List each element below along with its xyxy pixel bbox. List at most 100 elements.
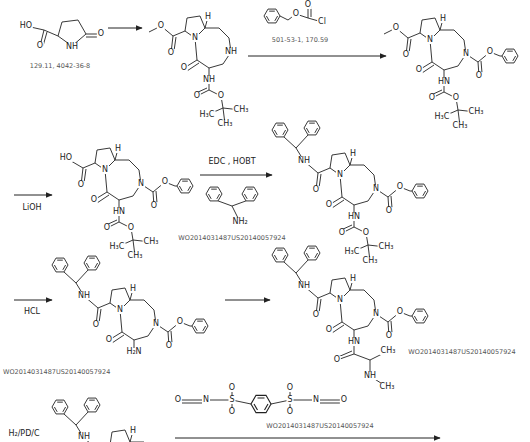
atom-label: NH₂ [231, 218, 248, 226]
atom-label: H [129, 427, 137, 435]
isocyanate-bonds [178, 388, 344, 412]
boc-group [341, 217, 386, 261]
atom-label: O [77, 181, 85, 189]
atom-label: CH₃ [362, 257, 379, 265]
reaction-arrow [200, 175, 272, 176]
atom-label: N [116, 306, 124, 314]
atom-label: Cl [317, 18, 327, 26]
atom-label: O [428, 94, 436, 102]
atom-label: N [336, 296, 344, 304]
atom-label: H₃C [434, 113, 451, 121]
atom-label: O [92, 321, 100, 329]
atom-label: N [137, 180, 145, 188]
compound-e [52, 256, 208, 352]
atom-label: NH [224, 48, 238, 56]
phenyl-ring [264, 9, 280, 23]
atom-label: NH [202, 76, 216, 84]
atom-label: CH₃ [217, 120, 234, 128]
reaction-arrow [248, 56, 386, 57]
atom-label: N [312, 396, 320, 404]
atom-label: O [217, 92, 225, 100]
atom-label: CH₃ [468, 108, 485, 116]
atom-label: O [286, 408, 294, 416]
bicyclic-core [329, 278, 376, 342]
atom-label: H₃C [109, 243, 126, 251]
atom-label: N [101, 166, 109, 174]
atom-label: H₂N [125, 348, 142, 356]
compound-d [272, 121, 428, 261]
atom-label: NH [297, 157, 311, 165]
atom-label: O [362, 229, 370, 237]
atom-label: H [114, 145, 122, 153]
atom-label: S [228, 396, 235, 404]
diphenylmethanamine [206, 187, 258, 222]
atom-label: NH [65, 43, 79, 51]
atom-label: H [129, 285, 137, 293]
boc-group [196, 80, 241, 124]
atom-label: O [312, 311, 320, 319]
atom-label: O [452, 94, 460, 102]
atom-label: O [161, 178, 169, 186]
amide-group [52, 398, 110, 442]
atom-label: H₃C [344, 248, 361, 256]
atom-label: O [97, 30, 105, 38]
amide-group [52, 256, 110, 325]
atom-label: HO [19, 22, 33, 30]
atom-label: CH₃ [452, 122, 469, 130]
atom-label: O [105, 336, 113, 344]
atom-label: O [396, 308, 404, 316]
atom-label: O [415, 66, 423, 74]
atom-label: N [202, 396, 210, 404]
reaction-arrow [14, 195, 52, 196]
phenyl-ring [242, 187, 258, 201]
atom-label: H [349, 150, 357, 158]
amide-group [272, 121, 330, 190]
compound-id: WO2014031487US20140057924 [2, 369, 111, 376]
atom-label: N [462, 50, 470, 58]
atom-label: H₃C [199, 111, 216, 119]
atom-label: N [152, 320, 160, 328]
compound-b [384, 18, 518, 126]
atom-label: O [325, 326, 333, 334]
atom-label: CH₃ [380, 347, 397, 355]
atom-label: H [349, 275, 357, 283]
atom-label: O [176, 318, 184, 326]
atom-label: O [392, 24, 400, 32]
atom-label: O [396, 183, 404, 191]
atom-label: N [426, 36, 434, 44]
atom-label: O [127, 224, 135, 232]
compound-id: WO2014031487US20140057924 [407, 349, 516, 356]
reagent-label: LiOH [22, 204, 43, 212]
bicyclic-core [329, 153, 376, 217]
reagent-label: H₂/PD/C [7, 430, 40, 438]
compound-id: WO2014031487US20140057924 [177, 235, 286, 242]
atom-label: O [150, 202, 158, 210]
atom-label: HO [59, 154, 73, 162]
reagent-label: HCL [23, 308, 41, 316]
reaction-arrow [108, 28, 142, 29]
atom-label: CH₃ [378, 243, 395, 251]
atom-label: CH₃ [127, 252, 144, 260]
atom-label: O [312, 186, 320, 194]
amide-group [272, 246, 330, 315]
atom-label: HN [437, 78, 451, 86]
reaction-arrow [175, 438, 440, 439]
bicyclic-core [419, 18, 466, 82]
atom-label: O [36, 42, 44, 50]
chloroformate-bonds [280, 5, 322, 22]
reaction-arrow [14, 300, 52, 301]
atom-label: O [103, 224, 111, 232]
atom-label: O [90, 196, 98, 204]
atom-label: O [325, 201, 333, 209]
atom-label: H [439, 15, 447, 23]
compound-id: 129.11, 4042-36-8 [29, 63, 92, 70]
atom-label: NH [297, 282, 311, 290]
atom-label: S [286, 396, 293, 404]
compound-a [149, 16, 241, 124]
atom-label: CH₃ [233, 106, 250, 114]
bicyclic-core [94, 148, 141, 212]
atom-label: O [402, 51, 410, 59]
atom-label: N [191, 34, 199, 42]
